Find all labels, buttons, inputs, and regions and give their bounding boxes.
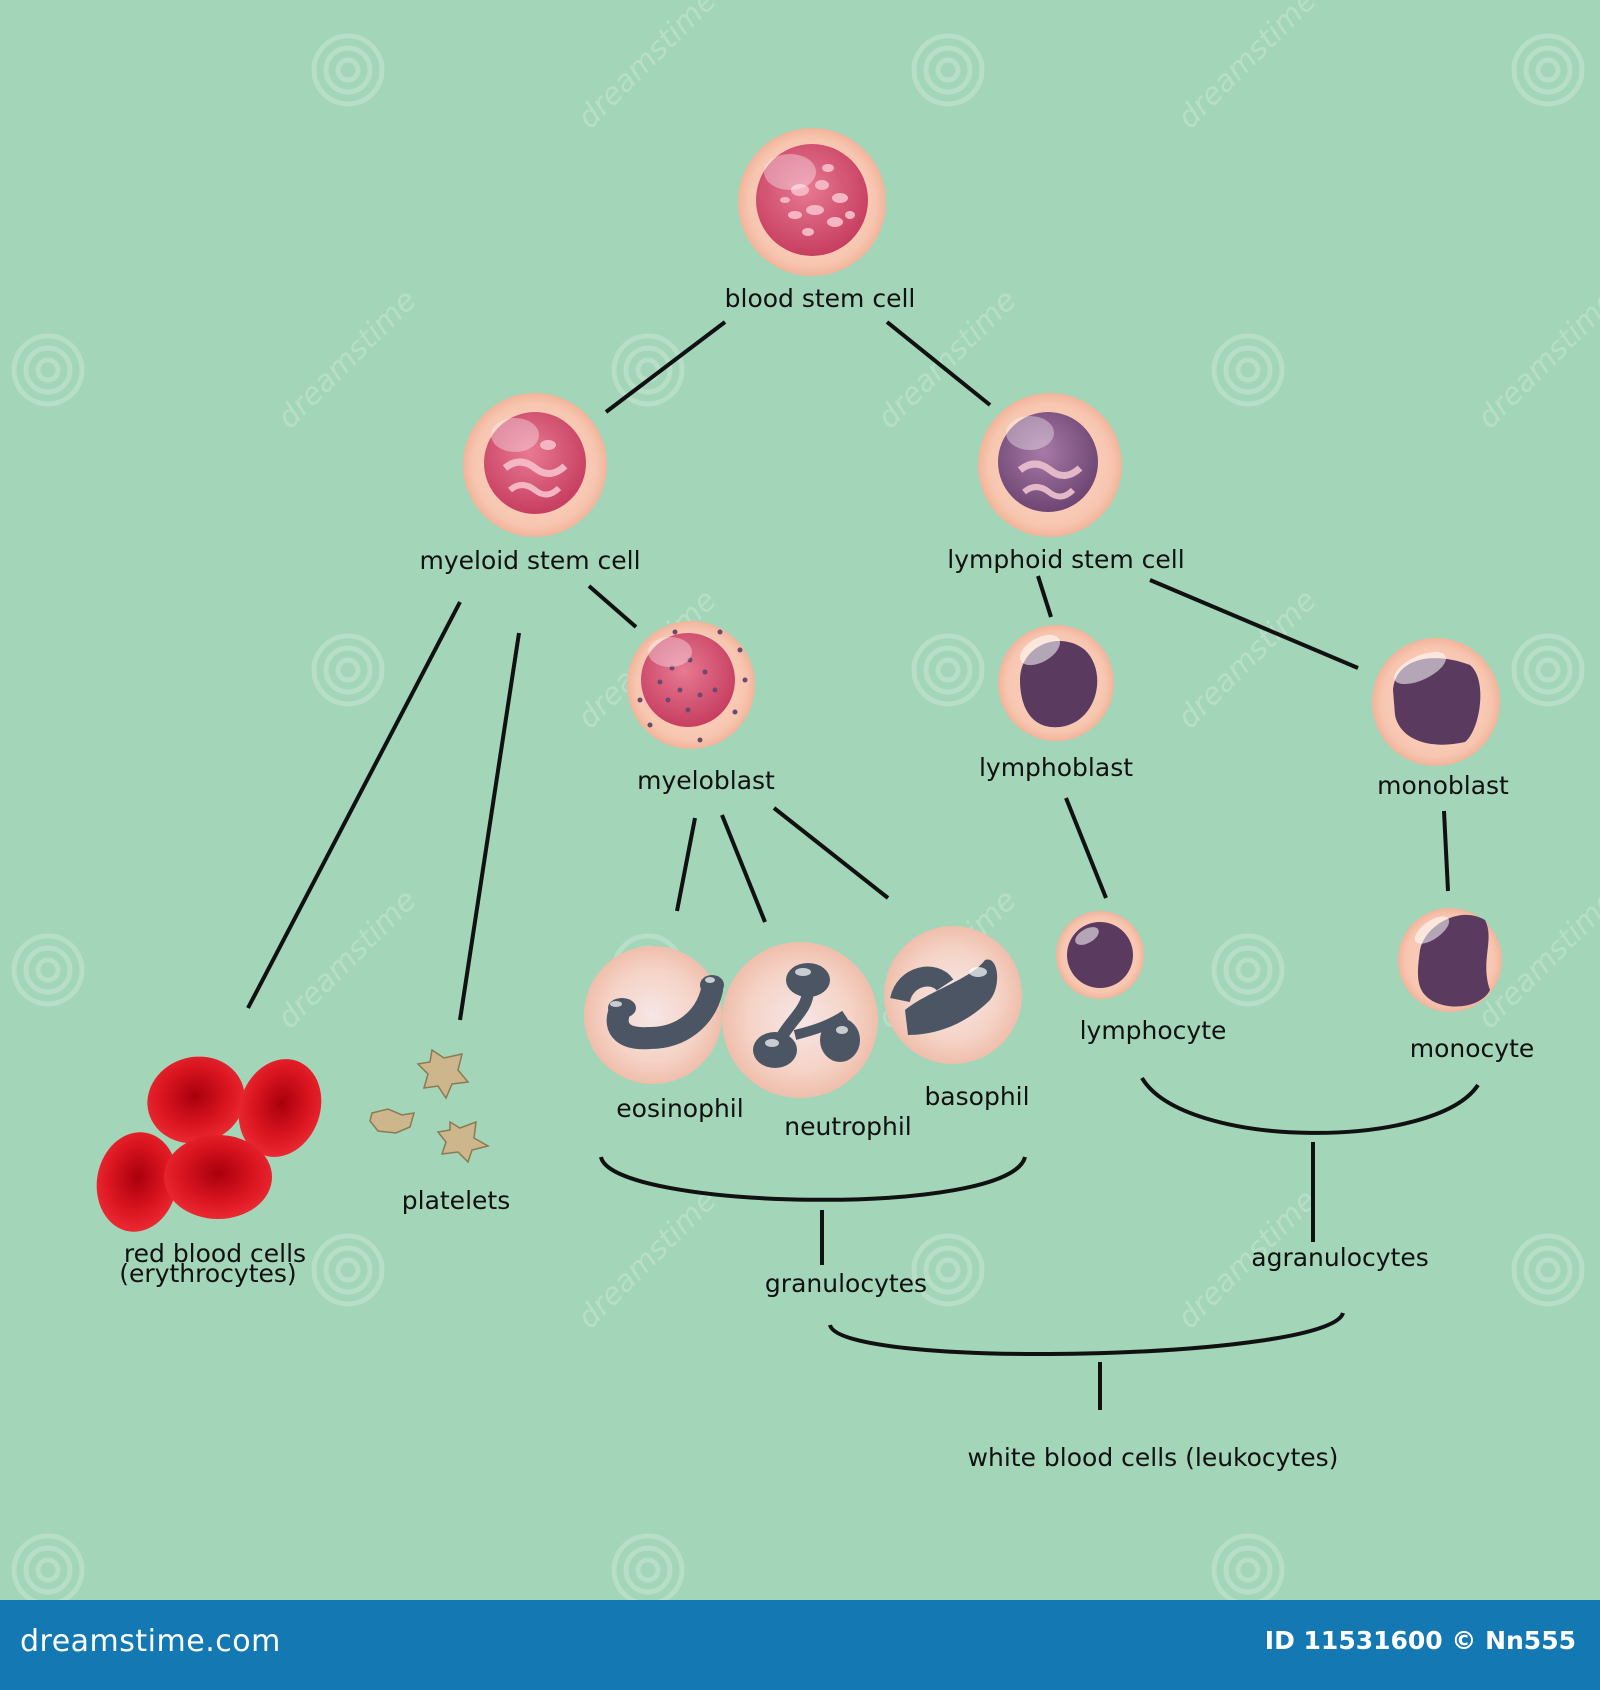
link-stem-to-myeloid (604, 320, 727, 414)
neutrophil-cell (722, 942, 878, 1098)
platelets-cluster (369, 1048, 490, 1164)
watermark-text: dreamstime (571, 1183, 724, 1336)
label-platelets: platelets (402, 1186, 510, 1215)
link-myeloblast-to-neutrophil (720, 814, 767, 923)
monocyte-cell (1398, 908, 1502, 1012)
label-lymphocyte: lymphocyte (1080, 1016, 1227, 1045)
watermark-text: dreamstime (1471, 283, 1600, 436)
lymphoblast-cell (998, 625, 1114, 741)
label-basophil: basophil (924, 1082, 1029, 1111)
watermark-text: dreamstime (1171, 0, 1324, 136)
lymphoid-stem-cell (978, 393, 1122, 537)
labels: blood stem cell myeloid stem cell lympho… (119, 284, 1534, 1472)
link-monoblast-to-monocyte (1442, 810, 1450, 892)
watermark-text: dreamstime (1171, 583, 1324, 736)
label-eosinophil: eosinophil (616, 1094, 743, 1123)
label-monoblast: monoblast (1377, 771, 1509, 800)
blood-cell-lineage-diagram: dreamstime dreamstime dreamstime dreamst… (0, 0, 1600, 1600)
link-lymphoid-to-monoblast (1149, 578, 1359, 670)
label-monocyte: monocyte (1410, 1034, 1535, 1063)
footer-bar: dreamstime.com ID 11531600 © Nn555 (0, 1600, 1600, 1690)
label-granulocytes: granulocytes (765, 1269, 927, 1298)
label-lymphoblast: lymphoblast (979, 753, 1133, 782)
label-agranulocytes: agranulocytes (1251, 1243, 1428, 1272)
watermark-text: dreamstime (271, 283, 424, 436)
label-neutrophil: neutrophil (784, 1112, 912, 1141)
label-white-blood-cells: white blood cells (leukocytes) (968, 1443, 1339, 1472)
connector-lines (246, 320, 1480, 1410)
bracket-white-blood-cells (828, 1311, 1345, 1356)
footer-image-id: ID 11531600 © Nn555 (1264, 1626, 1576, 1655)
link-myeloid-to-platelets (458, 632, 521, 1021)
basophil-cell (884, 926, 1022, 1064)
link-lymphoid-to-lymphoblast (1036, 575, 1053, 618)
label-red-blood-cells: red blood cells (124, 1239, 306, 1268)
label-lymphoid-stem-cell: lymphoid stem cell (947, 545, 1184, 574)
red-blood-cells (96, 1056, 322, 1232)
label-myeloid-stem-cell: myeloid stem cell (419, 546, 640, 575)
monoblast-cell (1372, 638, 1500, 766)
link-myeloid-to-myeloblast (587, 584, 638, 629)
label-erythrocytes: (erythrocytes) (119, 1259, 296, 1288)
watermark-text: dreamstime (571, 0, 724, 136)
link-lymphoblast-to-lymphocyte (1064, 797, 1108, 899)
bracket-agranulocytes (1140, 1076, 1480, 1135)
bracket-granulocytes (599, 1156, 1027, 1202)
blood-stem-cell (738, 128, 886, 276)
lymphocyte-cell (1056, 911, 1144, 999)
eosinophil-cell (584, 946, 724, 1084)
footer-brand: dreamstime.com (20, 1624, 281, 1659)
link-myeloblast-to-eosinophil (675, 817, 697, 912)
label-myeloblast: myeloblast (637, 766, 775, 795)
label-blood-stem-cell: blood stem cell (725, 284, 916, 313)
watermark-text: dreamstime (271, 883, 424, 1036)
link-stem-to-lymphoid (885, 320, 992, 407)
myeloid-stem-cell (463, 393, 607, 537)
link-myeloid-to-rbc (246, 601, 462, 1009)
link-myeloblast-to-basophil (772, 806, 890, 900)
myeloblast-cell (627, 621, 755, 749)
